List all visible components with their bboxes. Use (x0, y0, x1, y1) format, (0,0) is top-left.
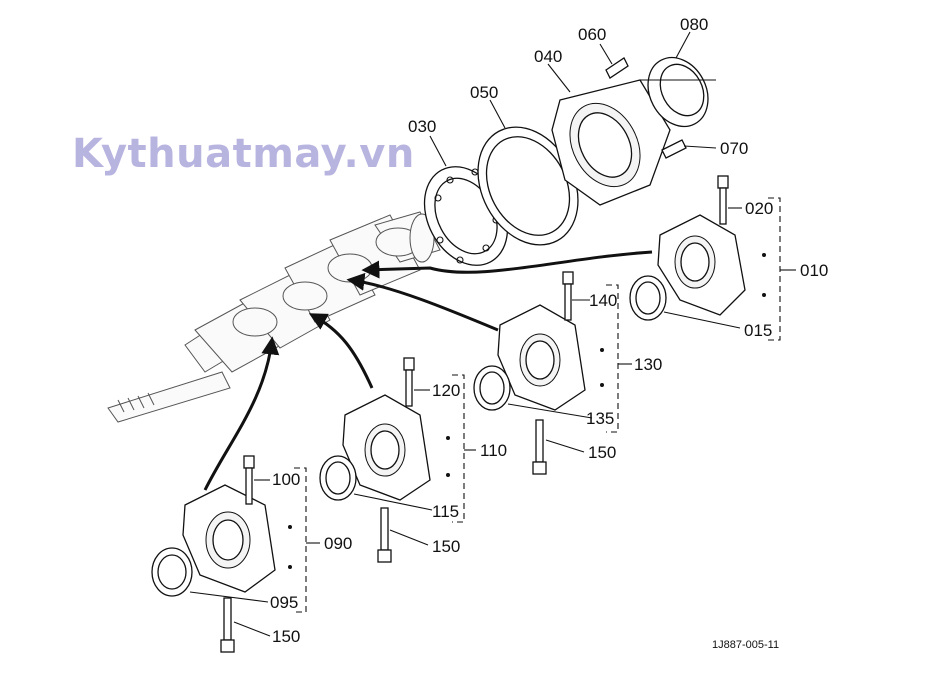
label-080: 080 (680, 15, 708, 34)
label-140: 140 (589, 291, 617, 310)
label-050: 050 (470, 83, 498, 102)
bearing-case-130 (497, 304, 604, 411)
bolt-150-b (377, 507, 392, 563)
group-brackets (294, 197, 796, 613)
label-010: 010 (800, 261, 828, 280)
label-090: 090 (324, 534, 352, 553)
label-020: 020 (745, 199, 773, 218)
label-095: 095 (270, 593, 298, 612)
gasket-050 (477, 126, 579, 246)
label-110: 110 (480, 441, 507, 460)
bolt-150-c (220, 597, 235, 653)
bolt-020 (717, 175, 729, 225)
bolt-060 (605, 57, 629, 79)
watermark-text: Kythuatmay.vn (72, 131, 415, 177)
oil-seal-080 (640, 56, 716, 128)
label-015: 015 (744, 321, 772, 340)
label-100: 100 (272, 470, 300, 489)
label-135: 135 (586, 409, 614, 428)
label-115: 115 (432, 502, 459, 521)
bolt-070 (661, 139, 687, 159)
bearing-015 (629, 275, 667, 321)
label-060: 060 (578, 25, 606, 44)
crankshaft (107, 211, 441, 423)
label-130: 130 (634, 355, 662, 374)
bolt-120 (403, 357, 415, 407)
bearing-case-110 (342, 394, 450, 501)
bolt-140 (562, 271, 574, 321)
label-070: 070 (720, 139, 748, 158)
housing-040 (551, 79, 671, 206)
label-150-c: 150 (272, 627, 300, 646)
bearing-135 (473, 365, 511, 411)
figure-code: 1J887-005-11 (712, 639, 779, 651)
part-labels: 060 040 080 050 030 070 020 010 015 140 … (270, 15, 828, 646)
bearing-115 (319, 455, 357, 501)
label-150-b: 150 (432, 537, 460, 556)
label-150-a: 150 (588, 443, 616, 462)
bolt-150-a (532, 419, 547, 475)
bearing-case-010 (657, 214, 766, 316)
leader-lines (189, 31, 742, 637)
bearing-095 (151, 547, 193, 597)
bearing-case-090 (182, 484, 292, 593)
label-120: 120 (432, 381, 460, 400)
assembly-arrows (203, 250, 653, 491)
label-030: 030 (408, 117, 436, 136)
bolt-100 (243, 455, 255, 505)
label-040: 040 (534, 47, 562, 66)
